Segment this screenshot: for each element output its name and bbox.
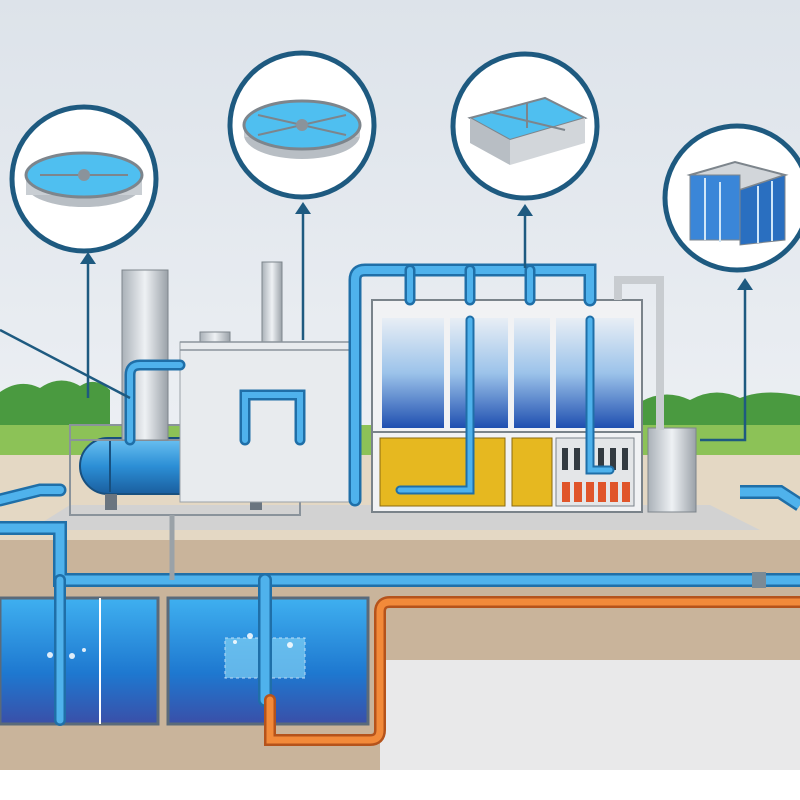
- bottom-margin: [0, 770, 800, 800]
- underground-blue-header: [0, 521, 800, 726]
- tree-line: [0, 380, 110, 430]
- circular-settling-tank-icon: [242, 99, 362, 159]
- overhead-white-pipe: [614, 276, 664, 430]
- callout-membrane-module: [662, 123, 800, 273]
- filtration-building: [371, 299, 643, 513]
- membrane-module-icon: [686, 160, 789, 246]
- right-surface-pipe: [740, 485, 800, 511]
- callout-circular-clarifier: [9, 104, 159, 254]
- overhead-blue-pipes: [0, 263, 615, 507]
- callout-leaders: [0, 212, 747, 442]
- process-building: [179, 341, 356, 503]
- callout-circular-settling-tank: [227, 50, 377, 200]
- orange-return-pipe: [264, 596, 800, 746]
- stack-thin: [261, 261, 283, 343]
- underground-basin-left: [0, 596, 160, 726]
- building-railing: [180, 341, 355, 351]
- rectangular-basin-icon: [467, 96, 588, 165]
- underground-cutaway-floor: [380, 660, 800, 770]
- callout-arrowheads: [80, 202, 753, 290]
- storage-silo: [647, 427, 697, 513]
- circular-clarifier-icon: [24, 151, 144, 207]
- callout-rectangular-basin: [450, 51, 600, 201]
- valve-right: [752, 572, 766, 588]
